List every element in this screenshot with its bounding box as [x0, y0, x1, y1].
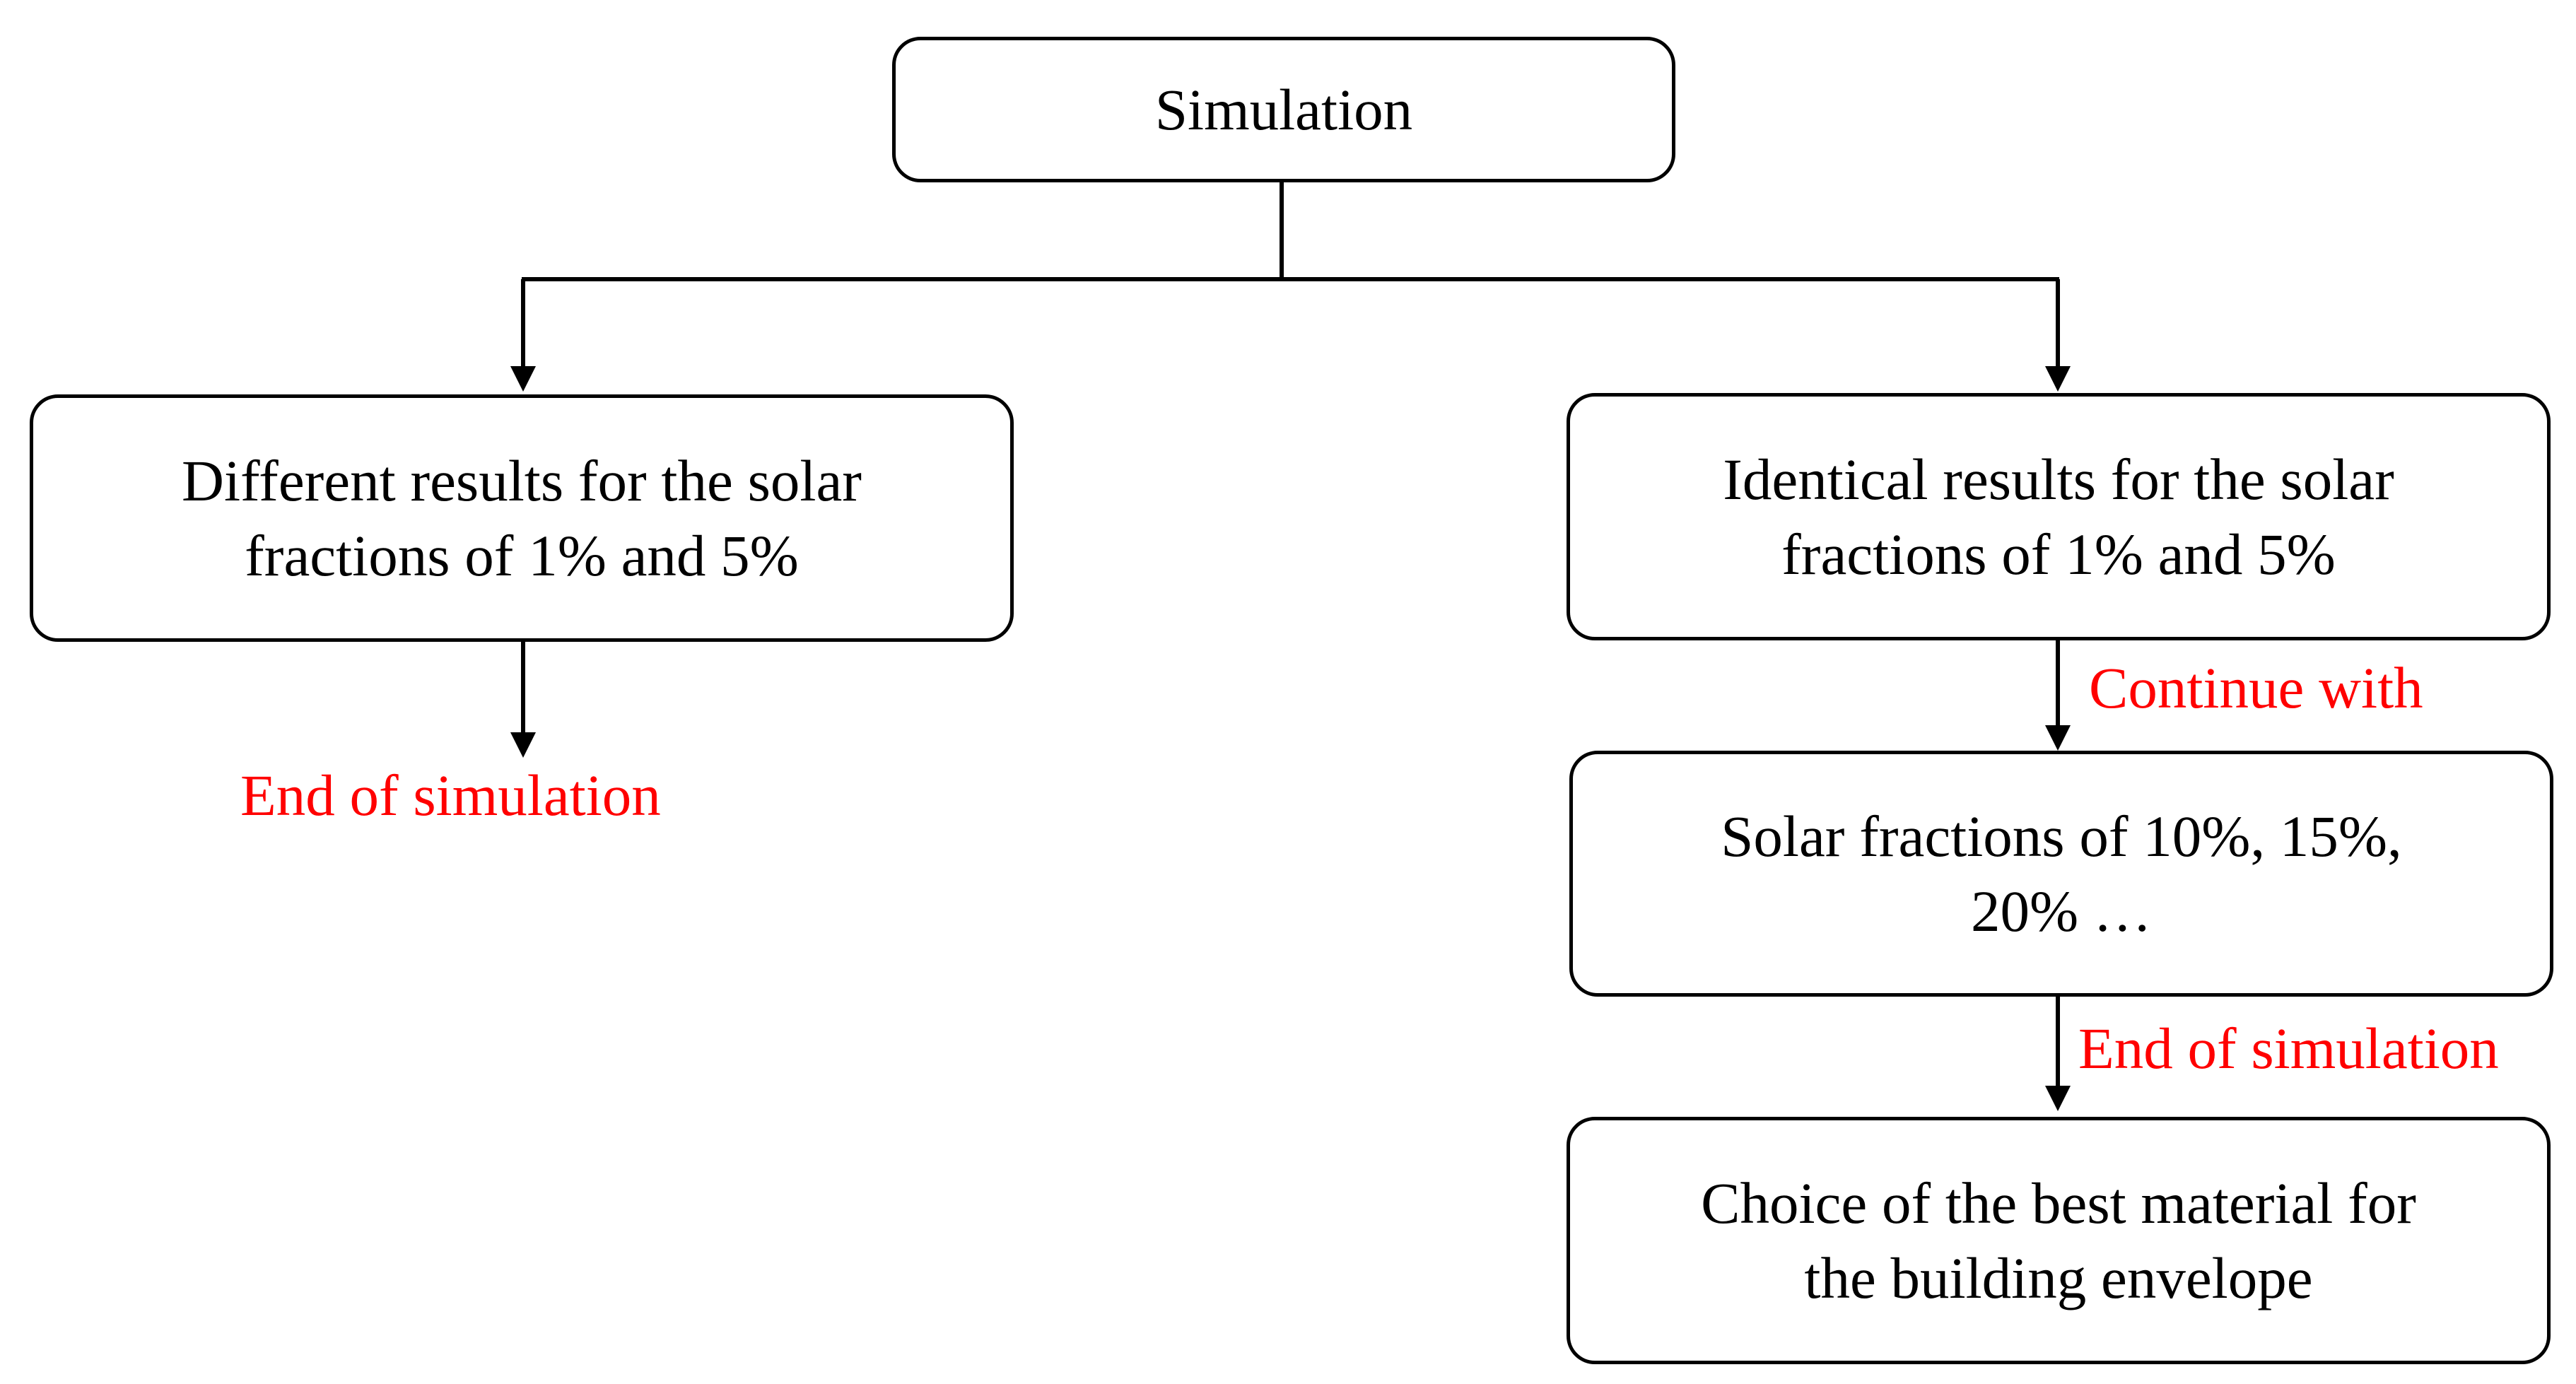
annotation-end-left: End of simulation	[240, 763, 661, 828]
node-fractions-line2: 20% …	[1971, 879, 2152, 944]
node-identical-line1: Identical results for the solar	[1723, 447, 2394, 512]
node-simulation-label: Simulation	[1154, 77, 1413, 142]
node-identical-line2: fractions of 1% and 5%	[1781, 522, 2336, 587]
node-choice-line2: the building envelope	[1804, 1245, 2313, 1310]
node-solar-fractions: Solar fractions of 10%, 15%, 20% …	[1569, 751, 2553, 997]
node-fractions-line1: Solar fractions of 10%, 15%,	[1721, 804, 2402, 869]
node-choice-material: Choice of the best material for the buil…	[1567, 1117, 2551, 1364]
annotation-end-right: End of simulation	[2078, 1016, 2499, 1081]
node-different-line1: Different results for the solar	[182, 448, 862, 513]
node-different-results: Different results for the solar fraction…	[30, 394, 1014, 642]
node-identical-results: Identical results for the solar fraction…	[1567, 393, 2551, 640]
node-choice-line1: Choice of the best material for	[1701, 1171, 2416, 1236]
node-simulation: Simulation	[892, 37, 1675, 182]
node-different-line2: fractions of 1% and 5%	[245, 523, 799, 588]
annotation-continue-with: Continue with	[2089, 655, 2423, 720]
